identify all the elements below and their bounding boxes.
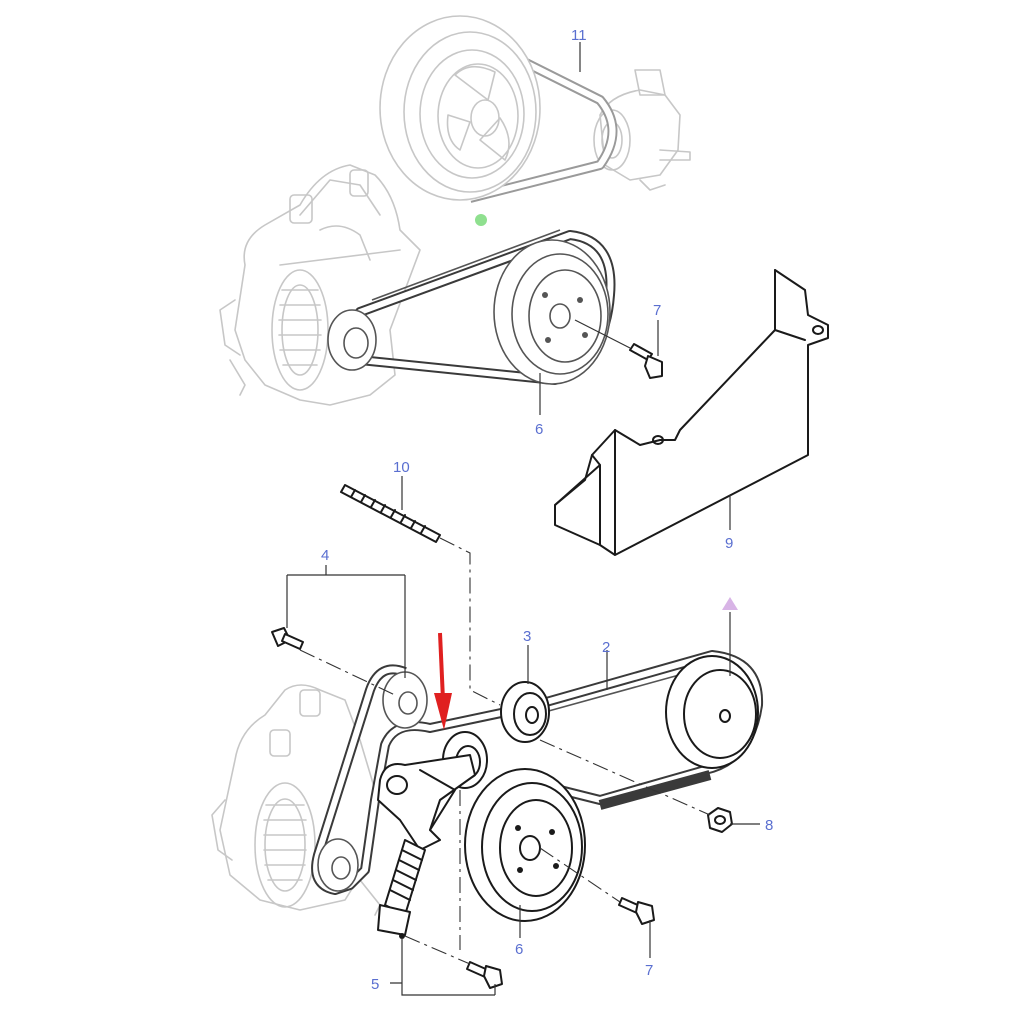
red-pointer-arrow xyxy=(434,632,452,730)
triangle-marker xyxy=(722,597,738,610)
bolt-5-bottom xyxy=(466,961,503,989)
pulley-11 xyxy=(379,15,541,201)
callout-8: 8 xyxy=(765,817,773,834)
belt-tensioner-5 xyxy=(377,731,488,939)
stud-10 xyxy=(340,484,441,543)
top-assembly xyxy=(219,15,829,556)
crank-pulley-bottom xyxy=(464,768,586,922)
bottom-assembly xyxy=(211,597,764,989)
callout-10: 10 xyxy=(393,459,410,476)
callout-2: 2 xyxy=(602,639,610,656)
green-marker xyxy=(475,214,487,226)
bolt-7-bottom xyxy=(618,897,655,925)
bolt-4 xyxy=(271,627,304,650)
bolt-7-top xyxy=(629,343,663,379)
bracket-9 xyxy=(554,269,829,556)
callout-numbers: 11 7 6 10 9 4 3 2 8 6 7 5 xyxy=(321,27,773,993)
callout-11: 11 xyxy=(571,27,587,44)
nut-8 xyxy=(707,807,733,833)
idler-pulley-3 xyxy=(500,681,550,743)
callout-6-bottom: 6 xyxy=(515,941,523,958)
pulley-right xyxy=(665,655,759,769)
leader-lines xyxy=(286,42,760,996)
callout-5: 5 xyxy=(371,976,379,993)
alternator-top xyxy=(219,164,421,406)
callout-7-bottom: 7 xyxy=(645,962,653,979)
crank-pulley-top xyxy=(493,239,611,385)
callout-6-top: 6 xyxy=(535,421,543,438)
callout-4: 4 xyxy=(321,547,329,564)
callout-7-top: 7 xyxy=(653,302,661,319)
callout-3: 3 xyxy=(523,628,531,645)
callout-9: 9 xyxy=(725,535,733,552)
